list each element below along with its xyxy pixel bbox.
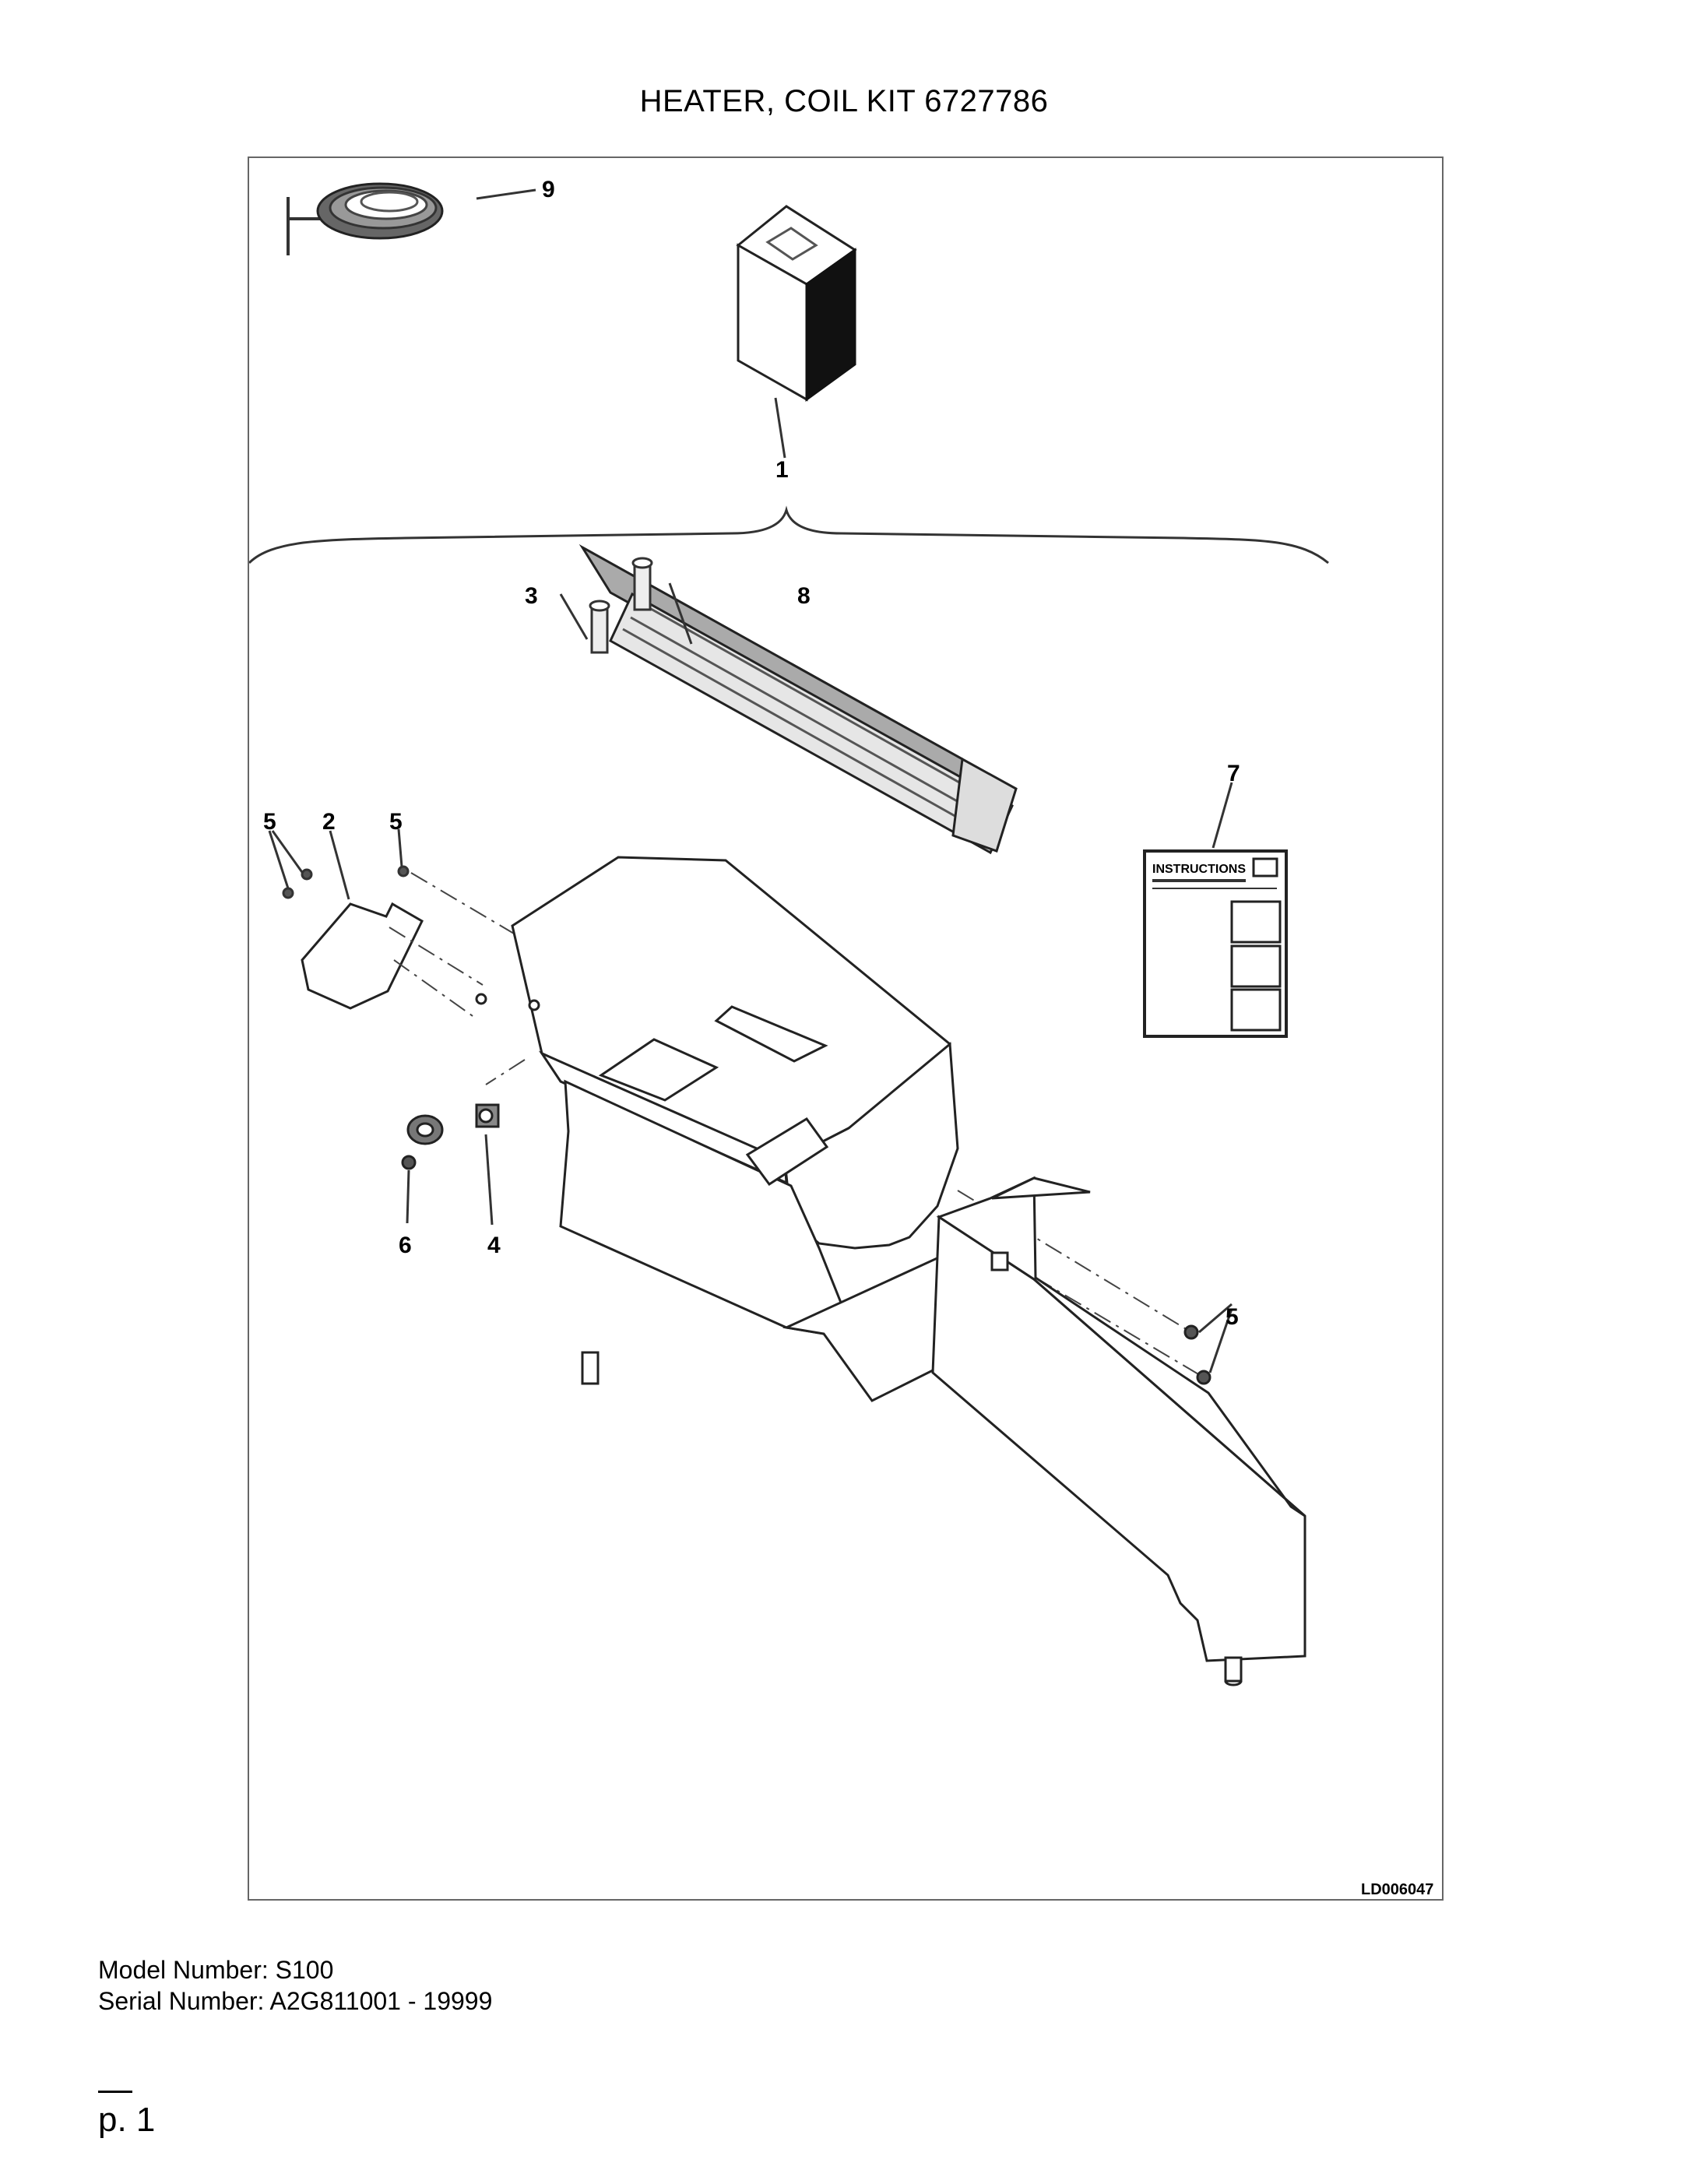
hose-coil: [287, 182, 536, 255]
heater-housing: [475, 856, 1306, 1686]
instructions-sheet: [1143, 782, 1288, 1038]
instructions-label: INSTRUCTIONS: [1152, 863, 1246, 876]
serial-number: Serial Number: A2G811001 - 19999: [98, 1987, 493, 2015]
kit-box: [736, 205, 857, 459]
callout-1: 1: [775, 457, 789, 483]
parts-diagram: 9 1 3 8 7 5 2 5 6 4 5 INSTRUCTIONS LD006…: [249, 177, 1433, 1898]
callout-2: 2: [322, 809, 336, 835]
model-number: Model Number: S100: [98, 1956, 334, 1984]
callout-3: 3: [525, 583, 538, 609]
heater-coil: [559, 543, 1018, 855]
callout-5: 5: [263, 809, 276, 835]
callout-5: 5: [389, 809, 403, 835]
callout-5: 5: [1226, 1304, 1239, 1330]
cover-plate: [268, 828, 424, 1010]
page-rule: [98, 2091, 132, 2093]
callout-7: 7: [1227, 761, 1240, 786]
right-fasteners: [1183, 1303, 1233, 1385]
callout-6: 6: [399, 1233, 412, 1258]
clamp-grommet: [401, 1103, 500, 1226]
page-title: HEATER, COIL KIT 6727786: [639, 84, 1049, 118]
drawing-id: LD006047: [1361, 1881, 1433, 1898]
callout-9: 9: [542, 177, 555, 202]
page-number: p. 1: [98, 2101, 156, 2139]
callout-8: 8: [797, 583, 811, 609]
callout-4: 4: [487, 1233, 501, 1258]
model-info: Model Number: S100 Serial Number: A2G811…: [98, 1954, 492, 2017]
diagram-frame: 9 1 3 8 7 5 2 5 6 4 5 INSTRUCTIONS LD006…: [248, 157, 1444, 1901]
kit-bracket: [249, 505, 1329, 564]
